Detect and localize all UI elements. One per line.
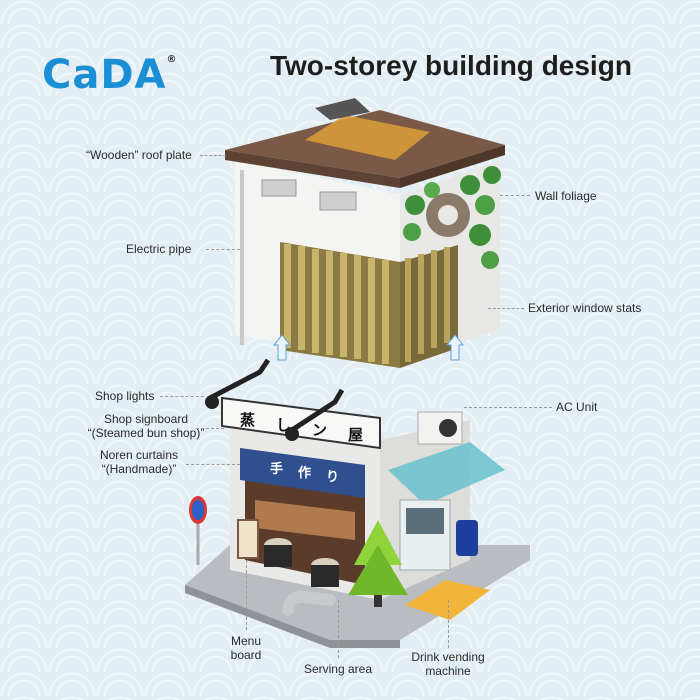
label-shop-signboard-line2: “(Steamed bun shop)” [87, 426, 205, 440]
label-shop-lights: Shop lights [95, 389, 155, 403]
label-window-slats: Exterior window stats [528, 301, 642, 315]
label-serving-area: Serving area [303, 662, 373, 676]
shop-light-arm [290, 388, 345, 433]
vending-window [406, 508, 444, 534]
cada-logo: CaDA® [42, 52, 178, 98]
tactile-paving [405, 580, 490, 620]
railing-pipe [282, 590, 336, 616]
signboard-char: 蒸 [240, 411, 255, 429]
label-noren-curtains-line2: “(Handmade)” [101, 462, 177, 476]
signboard-char: ン [312, 422, 327, 439]
label-shop-signboard-line1: Shop signboard [103, 412, 189, 426]
leader-electric-pipe [206, 249, 240, 250]
noren-char: り [326, 469, 339, 484]
upper-window [261, 179, 297, 197]
roof-vent [315, 98, 370, 120]
serving-counter [255, 500, 355, 540]
shop-light [285, 427, 299, 441]
label-menu-board-line1: Menu [230, 634, 262, 648]
label-roof-plate: “Wooden” roof plate [86, 148, 192, 162]
base-plate-edge [185, 585, 400, 648]
leader-vending-machine [448, 600, 449, 648]
upper-window [319, 191, 357, 211]
label-vending-machine-line2: machine [425, 664, 471, 678]
menu-board [237, 519, 259, 559]
shop-light-arm [208, 358, 271, 401]
logo-text: CaDA [42, 52, 167, 98]
leader-roof-plate [200, 155, 226, 156]
label-menu-board-line2: board [230, 648, 262, 662]
label-electric-pipe: Electric pipe [126, 242, 192, 256]
no-parking-sign-inner [192, 500, 204, 520]
label-noren-curtains-line1: Noren curtains [99, 448, 179, 462]
wall-foliage-icon [403, 166, 501, 269]
leader-wall-foliage [500, 195, 530, 196]
roof-edge-side [400, 145, 505, 188]
up-arrow-icon [272, 334, 292, 361]
tree-pot [374, 595, 382, 607]
ac-fan-icon [439, 419, 457, 437]
noren-char: 手 [270, 461, 283, 476]
blue-barrel [456, 520, 478, 556]
vending-awning [388, 442, 505, 505]
noren-curtains [240, 448, 365, 498]
label-vending-machine-line1: Drink vending [411, 650, 485, 664]
page-title: Two-storey building design [270, 50, 632, 81]
label-shop-signboard: Shop signboard “(Steamed bun shop)” [86, 412, 206, 440]
label-noren-curtains: Noren curtains “(Handmade)” [84, 448, 194, 476]
leader-shop-lights [160, 396, 204, 397]
shop-light [205, 395, 219, 409]
leader-ac-unit [464, 407, 552, 408]
stool-leg [311, 565, 339, 587]
stool-leg [264, 545, 292, 567]
registered-mark: ® [166, 54, 178, 65]
label-vending-machine: Drink vending machine [398, 650, 498, 678]
leader-window-slats [488, 308, 524, 309]
label-wall-foliage: Wall foliage [535, 189, 597, 203]
tree-icon-lower [348, 545, 408, 595]
leader-noren-curtains [186, 464, 240, 465]
label-ac-unit: AC Unit [556, 400, 598, 414]
tree-icon [354, 520, 402, 565]
label-menu-board: Menu board [221, 634, 271, 662]
signboard-char: 屋 [348, 427, 363, 444]
roof-skylight [305, 115, 430, 160]
exterior-window-slats [280, 242, 458, 368]
leader-serving-area [338, 600, 339, 658]
up-arrow-icon [445, 334, 465, 361]
roof-edge-front [225, 150, 400, 188]
leader-menu-board [246, 560, 247, 630]
leader-shop-signboard [196, 428, 224, 429]
noren-char: 作 [298, 465, 311, 480]
